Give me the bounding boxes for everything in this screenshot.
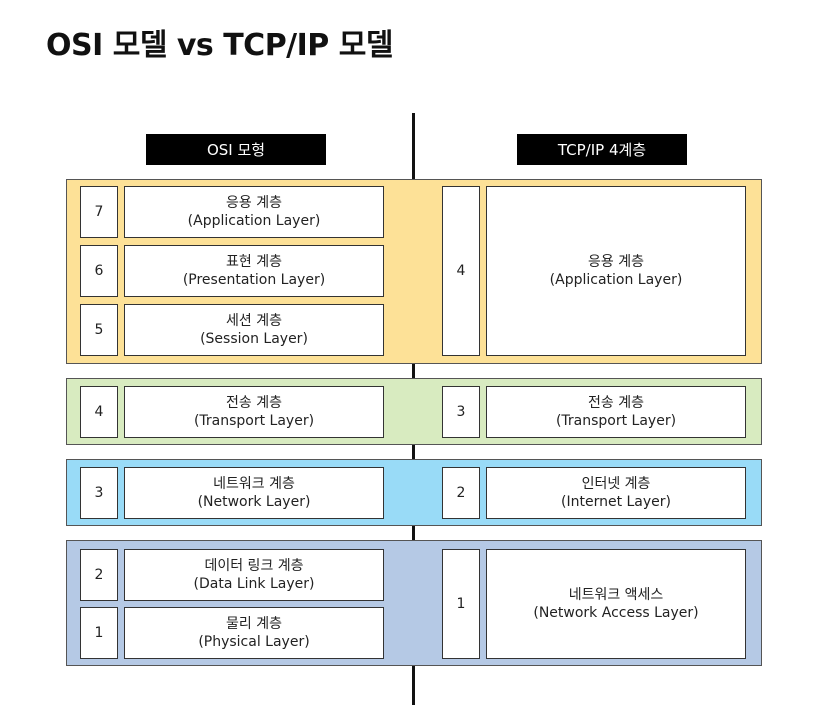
osi-layer-6: 표현 계층 (Presentation Layer) — [124, 245, 384, 297]
osi-layer-2-number: 2 — [80, 549, 118, 601]
osi-layer-4: 전송 계층 (Transport Layer) — [124, 386, 384, 438]
osi-layer-7-number: 7 — [80, 186, 118, 238]
osi-column-header: OSI 모형 — [146, 134, 326, 165]
tcpip-layer-2-number: 2 — [442, 467, 480, 519]
osi-layer-3-name: 네트워크 계층 — [213, 476, 295, 492]
tcpip-layer-3: 전송 계층 (Transport Layer) — [486, 386, 746, 438]
osi-layer-4-eng: (Transport Layer) — [193, 413, 315, 429]
tcpip-layer-4-name: 응용 계층 — [588, 254, 644, 270]
osi-layer-6-eng: (Presentation Layer) — [182, 272, 326, 288]
osi-layer-2-name: 데이터 링크 계층 — [204, 558, 304, 574]
tcpip-layer-4-number: 4 — [442, 186, 480, 356]
osi-layer-5-eng: (Session Layer) — [200, 331, 308, 347]
osi-layer-5: 세션 계층 (Session Layer) — [124, 304, 384, 356]
osi-layer-4-name: 전송 계층 — [226, 395, 282, 411]
tcpip-layer-3-name: 전송 계층 — [588, 395, 644, 411]
tcpip-layer-4: 응용 계층 (Application Layer) — [486, 186, 746, 356]
osi-layer-1-eng: (Physical Layer) — [198, 634, 310, 650]
osi-layer-1-number: 1 — [80, 607, 118, 659]
tcpip-layer-3-number: 3 — [442, 386, 480, 438]
tcpip-column-header: TCP/IP 4계층 — [517, 134, 687, 165]
osi-layer-3: 네트워크 계층 (Network Layer) — [124, 467, 384, 519]
tcpip-layer-3-eng: (Transport Layer) — [555, 413, 677, 429]
tcpip-layer-4-eng: (Application Layer) — [549, 272, 683, 288]
page-title: OSI 모델 vs TCP/IP 모델 — [46, 28, 393, 63]
tcpip-layer-2-name: 인터넷 계층 — [581, 476, 651, 492]
tcpip-layer-1-name: 네트워크 액세스 — [568, 587, 664, 603]
tcpip-layer-1-eng: (Network Access Layer) — [533, 605, 699, 621]
tcpip-layer-2-eng: (Internet Layer) — [561, 494, 671, 510]
osi-layer-2-eng: (Data Link Layer) — [193, 576, 315, 592]
osi-layer-5-number: 5 — [80, 304, 118, 356]
osi-layer-3-eng: (Network Layer) — [197, 494, 311, 510]
tcpip-layer-2: 인터넷 계층 (Internet Layer) — [486, 467, 746, 519]
osi-layer-6-number: 6 — [80, 245, 118, 297]
tcpip-layer-1-number: 1 — [442, 549, 480, 659]
osi-layer-1: 물리 계층 (Physical Layer) — [124, 607, 384, 659]
osi-layer-4-number: 4 — [80, 386, 118, 438]
osi-layer-7: 응용 계층 (Application Layer) — [124, 186, 384, 238]
osi-layer-6-name: 표현 계층 — [226, 254, 282, 270]
osi-layer-2: 데이터 링크 계층 (Data Link Layer) — [124, 549, 384, 601]
osi-layer-7-name: 응용 계층 — [226, 195, 282, 211]
osi-layer-3-number: 3 — [80, 467, 118, 519]
osi-layer-1-name: 물리 계층 — [226, 616, 282, 632]
osi-layer-7-eng: (Application Layer) — [187, 213, 321, 229]
tcpip-layer-1: 네트워크 액세스 (Network Access Layer) — [486, 549, 746, 659]
osi-layer-5-name: 세션 계층 — [226, 313, 282, 329]
